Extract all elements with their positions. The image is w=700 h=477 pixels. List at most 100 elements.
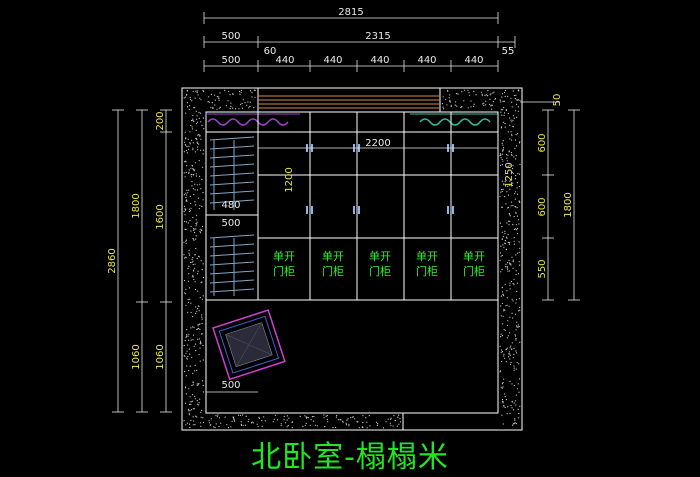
hatch-dot bbox=[502, 188, 504, 191]
hatch-dot bbox=[501, 93, 504, 95]
hatch-dot bbox=[504, 283, 506, 285]
hatch-dot bbox=[272, 421, 274, 423]
hatch-dot bbox=[257, 425, 259, 428]
dim-right-seg-3: 550 bbox=[537, 259, 548, 278]
hatch-dot bbox=[192, 394, 194, 396]
hatch-dot bbox=[186, 146, 188, 148]
hatch-dot bbox=[499, 222, 501, 224]
hatch-dot bbox=[506, 191, 508, 193]
hatch-dot bbox=[195, 90, 197, 92]
door-handle bbox=[358, 206, 360, 214]
hatch-dot bbox=[312, 420, 315, 422]
hatch-dot bbox=[514, 198, 517, 200]
hatch-dot bbox=[507, 194, 509, 196]
hatch-dot bbox=[229, 108, 231, 110]
hatch-dot bbox=[469, 94, 471, 96]
shelf-line bbox=[209, 181, 255, 186]
hatch-dot bbox=[501, 231, 503, 233]
hatch-dot bbox=[501, 114, 503, 116]
hatch-dot bbox=[232, 93, 234, 95]
hatch-dot bbox=[339, 419, 341, 421]
hatch-dot bbox=[515, 423, 518, 425]
hatch-dot bbox=[515, 329, 517, 331]
hatch-dot bbox=[518, 298, 521, 300]
hatch-dot bbox=[190, 261, 192, 264]
shelf-line bbox=[209, 252, 255, 257]
curtain-right bbox=[419, 118, 491, 126]
hatch-dot bbox=[201, 318, 203, 320]
hatch-dot bbox=[191, 165, 193, 167]
hatch-dot bbox=[505, 348, 507, 351]
hatch-dot bbox=[447, 89, 449, 91]
hatch-dot bbox=[442, 106, 444, 108]
hatch-dot bbox=[398, 423, 400, 425]
hatch-dot bbox=[467, 89, 469, 91]
hatch-dot bbox=[509, 358, 511, 360]
hatch-dot bbox=[194, 107, 196, 109]
hatch-dot bbox=[512, 125, 514, 127]
hatch-dot bbox=[502, 386, 504, 388]
hatch-dot bbox=[513, 384, 515, 387]
hatch-dot bbox=[198, 208, 200, 210]
hatch-dot bbox=[224, 416, 226, 418]
hatch-dot bbox=[198, 134, 200, 136]
hatch-dot bbox=[188, 210, 190, 213]
hatch-dot bbox=[503, 378, 505, 380]
hatch-dot bbox=[366, 421, 368, 423]
hatch-dot bbox=[196, 403, 199, 405]
hatch-dot bbox=[494, 98, 496, 100]
hatch-dot bbox=[190, 167, 192, 169]
hatch-dot bbox=[502, 160, 504, 162]
hatch-dot bbox=[198, 160, 200, 162]
hatch-dot bbox=[513, 228, 516, 231]
hatch-dot bbox=[515, 299, 518, 301]
hatch-dot bbox=[198, 111, 200, 114]
hatch-dot bbox=[514, 334, 516, 336]
hatch-dot bbox=[501, 360, 503, 363]
hatch-dot bbox=[217, 414, 219, 416]
hatch-dot bbox=[511, 133, 513, 135]
hatch-dot bbox=[501, 142, 503, 144]
hatch-dot bbox=[194, 162, 196, 164]
hatch-dot bbox=[509, 316, 511, 318]
hatch-dot bbox=[212, 107, 214, 109]
hatch-dot bbox=[225, 105, 227, 107]
hatch-dot bbox=[198, 404, 200, 406]
door-handle bbox=[452, 206, 454, 214]
hatch-dot bbox=[200, 188, 202, 190]
hatch-dot bbox=[283, 415, 285, 417]
hatch-dot bbox=[345, 422, 347, 424]
hatch-dot bbox=[504, 406, 506, 409]
hatch-dot bbox=[515, 302, 517, 304]
hatch-dot bbox=[199, 232, 202, 234]
hatch-dot bbox=[518, 173, 521, 175]
hatch-dot bbox=[202, 149, 205, 151]
hatch-dot bbox=[509, 117, 511, 119]
hatch-dot bbox=[193, 326, 195, 329]
hatch-dot bbox=[515, 273, 517, 276]
door-handle bbox=[311, 206, 313, 214]
hatch-dot bbox=[508, 356, 510, 358]
hatch-dot bbox=[286, 415, 288, 417]
hatch-dot bbox=[191, 356, 193, 358]
hatch-dot bbox=[191, 139, 193, 141]
hatch-dot bbox=[515, 404, 517, 406]
bed bbox=[212, 309, 286, 381]
cabinet-label-1: 单开 bbox=[273, 250, 295, 263]
hatch-dot bbox=[251, 96, 253, 98]
dim-bed: 500 bbox=[221, 380, 240, 391]
hatch-dot bbox=[516, 252, 519, 254]
hatch-dot bbox=[441, 103, 443, 105]
hatch-dot bbox=[199, 134, 201, 136]
hatch-dot bbox=[323, 414, 325, 416]
hatch-dot bbox=[199, 398, 201, 400]
dim-right-a: 2315 bbox=[365, 31, 390, 42]
hatch-dot bbox=[517, 324, 519, 326]
hatch-dot bbox=[511, 184, 513, 187]
hatch-dot bbox=[192, 174, 194, 176]
hatch-dot bbox=[202, 384, 204, 387]
hatch-dot bbox=[504, 240, 506, 242]
hatch-dot bbox=[201, 225, 204, 227]
hatch-dot bbox=[192, 408, 194, 410]
hatch-dot bbox=[510, 97, 512, 99]
